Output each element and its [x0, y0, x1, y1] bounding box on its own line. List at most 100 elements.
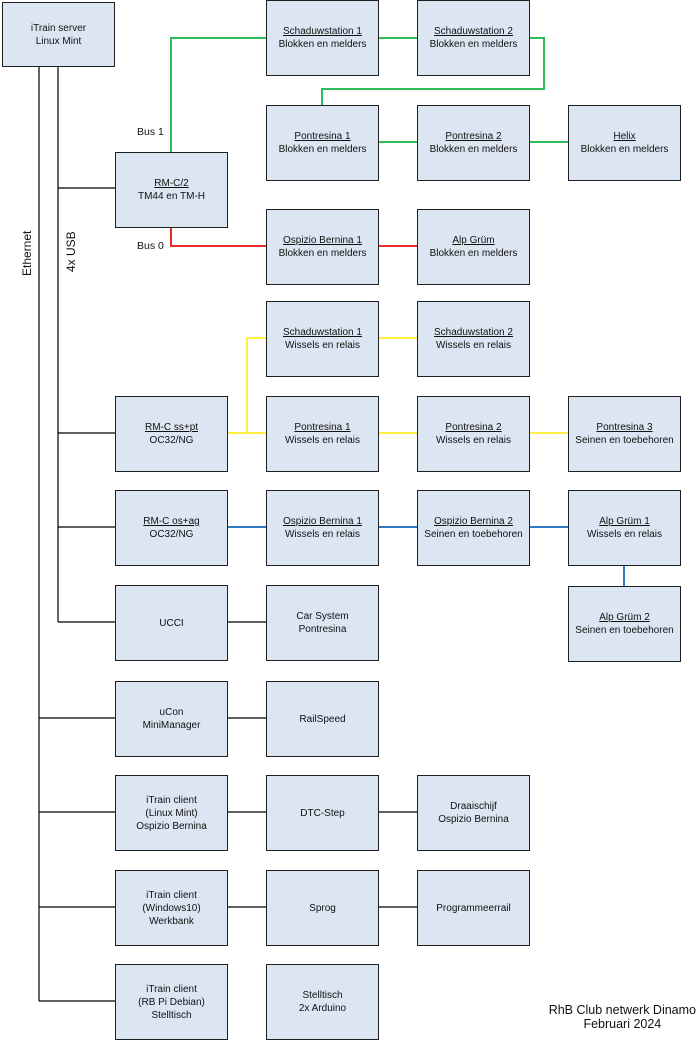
node-line1: Schaduwstation 1 — [283, 327, 362, 338]
node-line1: iTrain client — [146, 983, 197, 995]
node-line1: iTrain server — [30, 22, 87, 34]
node-line1: Pontresina 3 — [596, 422, 653, 433]
node-line2: Wissels en relais — [586, 529, 663, 540]
node-line1: Car System — [296, 611, 349, 622]
caption-line2: Februari 2024 — [583, 1017, 662, 1031]
node-line1: Ospizio Bernina 2 — [434, 516, 513, 527]
node-line1: RM-C os+ag — [143, 516, 200, 527]
node-line2: Wissels en relais — [435, 340, 512, 351]
sprog-box: Sprog — [266, 870, 379, 946]
draaischijf-box: Draaischijf Ospizio Bernina — [417, 775, 530, 851]
ospizio-bernina1-blokken-box: Ospizio Bernina 1 Blokken en melders — [266, 209, 379, 285]
node-line1: Stelltisch — [302, 990, 343, 1001]
node-line1: Alp Grüm — [452, 235, 495, 246]
node-line2: Linux Mint — [35, 35, 82, 47]
schaduwstation2-wissels-box: Schaduwstation 2 Wissels en relais — [417, 301, 530, 377]
node-line1: RailSpeed — [299, 713, 346, 725]
node-line2: Wissels en relais — [435, 435, 512, 446]
node-line1: Alp Grüm 1 — [599, 516, 650, 527]
rmc-sspt-box: RM-C ss+pt OC32/NG — [115, 396, 228, 472]
pontresina3-seinen-box: Pontresina 3 Seinen en toebehoren — [568, 396, 681, 472]
node-line2: Seinen en toebehoren — [424, 529, 523, 540]
node-line1: uCon — [159, 707, 184, 718]
node-line2: (Linux Mint) — [145, 807, 198, 819]
node-line2: Wissels en relais — [284, 340, 361, 351]
node-line1: RM-C/2 — [154, 178, 189, 189]
node-line2: OC32/NG — [149, 435, 194, 446]
pontresina1-wissels-box: Pontresina 1 Wissels en relais — [266, 396, 379, 472]
ucon-box: uCon MiniManager — [115, 681, 228, 757]
yellow-to-sch1w — [246, 337, 266, 433]
node-line1: Helix — [613, 131, 636, 142]
node-line1: Schaduwstation 2 — [434, 327, 513, 338]
bus0-rmc2-to-osp1 — [170, 227, 266, 247]
itrain-client2-box: iTrain client (Windows10) Werkbank — [115, 870, 228, 946]
node-line2: Seinen en toebehoren — [575, 435, 674, 446]
node-line2: Blokken en melders — [278, 248, 367, 259]
node-line3: Stelltisch — [151, 1009, 192, 1021]
node-line2: Wissels en relais — [284, 435, 361, 446]
node-line1: iTrain client — [146, 794, 197, 806]
node-line1: Pontresina 1 — [294, 131, 351, 142]
node-line3: Ospizio Bernina — [136, 820, 207, 832]
node-line1: Pontresina 2 — [445, 131, 502, 142]
dtc-step-box: DTC-Step — [266, 775, 379, 851]
node-line1: Alp Grüm 2 — [599, 612, 650, 623]
pontresina2-blokken-box: Pontresina 2 Blokken en melders — [417, 105, 530, 181]
itrain-client3-box: iTrain client (RB Pi Debian) Stelltisch — [115, 964, 228, 1040]
node-line2: Wissels en relais — [284, 529, 361, 540]
node-line1: Ospizio Bernina 1 — [283, 516, 362, 527]
node-line2: Blokken en melders — [278, 39, 367, 50]
node-line1: Ospizio Bernina 1 — [283, 235, 362, 246]
alp-grum-blokken-box: Alp Grüm Blokken en melders — [417, 209, 530, 285]
node-line2: TM44 en TM-H — [137, 191, 206, 202]
pontresina2-wissels-box: Pontresina 2 Wissels en relais — [417, 396, 530, 472]
ethernet-label: Ethernet — [20, 230, 34, 276]
node-line1: Schaduwstation 1 — [283, 26, 362, 37]
helix-blokken-box: Helix Blokken en melders — [568, 105, 681, 181]
schaduwstation2-blokken-box: Schaduwstation 2 Blokken en melders — [417, 0, 530, 76]
node-line2: Ospizio Bernina — [438, 814, 509, 825]
node-line2: MiniManager — [142, 720, 201, 731]
itrain-client1-box: iTrain client (Linux Mint) Ospizio Berni… — [115, 775, 228, 851]
railspeed-box: RailSpeed — [266, 681, 379, 757]
node-line2: Blokken en melders — [429, 144, 518, 155]
node-line1: Programmeerrail — [436, 902, 511, 914]
ospizio-bernina2-seinen-box: Ospizio Bernina 2 Seinen en toebehoren — [417, 490, 530, 566]
rmc-osag-box: RM-C os+ag OC32/NG — [115, 490, 228, 566]
ucci-box: UCCI — [115, 585, 228, 661]
node-line2: OC32/NG — [149, 529, 194, 540]
rmc2-box: RM-C/2 TM44 en TM-H — [115, 152, 228, 228]
node-line2: 2x Arduino — [298, 1003, 347, 1014]
node-line1: Pontresina 1 — [294, 422, 351, 433]
stelltisch-box: Stelltisch 2x Arduino — [266, 964, 379, 1040]
node-line1: UCCI — [159, 617, 184, 629]
node-line2: (RB Pi Debian) — [138, 996, 205, 1008]
bus0-lines — [170, 227, 417, 247]
itrain-server-box: iTrain server Linux Mint — [2, 2, 115, 67]
car-system-box: Car System Pontresina — [266, 585, 379, 661]
bus1-label: Bus 1 — [137, 126, 164, 138]
blue-lines — [228, 526, 625, 586]
caption-line1: RhB Club netwerk Dinamo — [548, 1003, 696, 1017]
node-line2: Seinen en toebehoren — [575, 625, 674, 636]
schaduwstation1-blokken-box: Schaduwstation 1 Blokken en melders — [266, 0, 379, 76]
node-line1: DTC-Step — [300, 807, 345, 819]
node-line1: Sprog — [309, 902, 336, 914]
node-line1: iTrain client — [146, 889, 197, 901]
diagram-caption: RhB Club netwerk Dinamo Februari 2024 — [549, 1003, 696, 1031]
node-line1: RM-C ss+pt — [144, 422, 199, 433]
node-line1: Schaduwstation 2 — [434, 26, 513, 37]
usb-label: 4x USB — [64, 231, 78, 272]
node-line2: (Windows10) — [142, 902, 201, 914]
bus1-lines — [170, 37, 568, 152]
bus1-sch2-to-pon1 — [321, 37, 545, 105]
ethernet-usb-lines — [38, 66, 417, 1002]
ospizio-bernina1-wissels-box: Ospizio Bernina 1 Wissels en relais — [266, 490, 379, 566]
node-line3: Werkbank — [149, 915, 194, 927]
node-line2: Blokken en melders — [429, 39, 518, 50]
node-line2: Blokken en melders — [429, 248, 518, 259]
alp-grum2-seinen-box: Alp Grüm 2 Seinen en toebehoren — [568, 586, 681, 662]
node-line2: Blokken en melders — [278, 144, 367, 155]
